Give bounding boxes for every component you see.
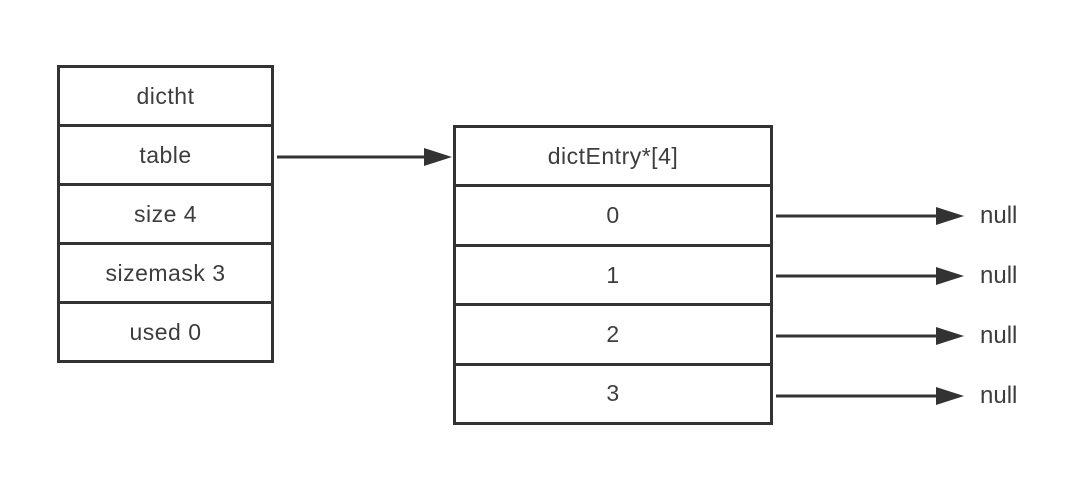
dictentry-row-slot0: 0: [456, 184, 770, 243]
arrow-slot1-to-null: [776, 267, 964, 285]
dictht-row-size: size 4: [60, 183, 271, 242]
dictht-row-table: table: [60, 124, 271, 183]
dictht-row-sizemask: sizemask 3: [60, 242, 271, 301]
null-label-slot3: null: [980, 382, 1018, 409]
dictht-row-title: dictht: [136, 82, 195, 109]
dictentry-row-slot2: 2: [456, 303, 770, 362]
arrow-slot0-to-null: [776, 207, 964, 225]
dictentry-row-slot3: 3: [456, 362, 770, 422]
null-label-slot2: null: [980, 322, 1018, 349]
dictht-row-used: used 0: [60, 301, 271, 360]
null-label-slot1: null: [980, 262, 1018, 289]
arrow-table-to-dictentry: [277, 148, 452, 166]
arrow-slot2-to-null: [776, 327, 964, 345]
dictht-struct-table: dictht table size 4 sizemask 3 used 0: [57, 65, 274, 363]
dictentry-array-table: dictEntry*[4] 0 1 2 3: [453, 125, 773, 425]
dictentry-row-slot1: 1: [456, 243, 770, 303]
dictentry-row-header: dictEntry*[4]: [547, 142, 679, 169]
null-label-slot0: null: [980, 202, 1018, 229]
arrow-slot3-to-null: [776, 387, 964, 405]
